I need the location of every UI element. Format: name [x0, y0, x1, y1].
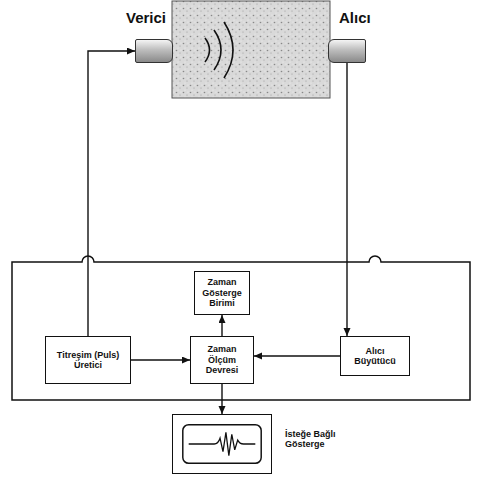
wave-arcs	[205, 22, 233, 78]
box-text: Titreşim (Puls) Üretici	[50, 350, 126, 371]
transducer-label: Alıcı	[339, 9, 371, 26]
housing-frame	[12, 256, 470, 400]
receiver-amplifier-box: Alıcı Büyütücü	[340, 336, 410, 376]
display-label: İsteğe Bağlı Gösterge	[285, 429, 355, 450]
optional-display-box: İsteğe Bağlı Gösterge	[172, 414, 272, 474]
time-display-box: Zaman Gösterge Birimi	[194, 271, 250, 315]
box-text: Zaman Gösterge Birimi	[199, 277, 245, 308]
signal-arrow	[254, 355, 340, 356]
receiver-transducer: Alıcı	[328, 39, 366, 63]
signal-arrow	[221, 384, 222, 414]
signal-arrow	[131, 359, 190, 360]
receiver-wire	[346, 63, 347, 336]
transmitter-transducer: Verici	[135, 39, 173, 63]
time-measure-box: Zaman Ölçüm Devresi	[190, 336, 254, 384]
oscilloscope-screen	[173, 415, 271, 473]
pulse-generator-box: Titreşim (Puls) Üretici	[45, 336, 131, 384]
concrete-block	[172, 1, 330, 98]
transducer-label: Verici	[126, 9, 166, 26]
box-text: Zaman Ölçüm Devresi	[195, 344, 249, 375]
signal-arrow	[221, 315, 222, 336]
pulse-wire	[88, 51, 135, 336]
box-text: Alıcı Büyütücü	[345, 346, 405, 367]
